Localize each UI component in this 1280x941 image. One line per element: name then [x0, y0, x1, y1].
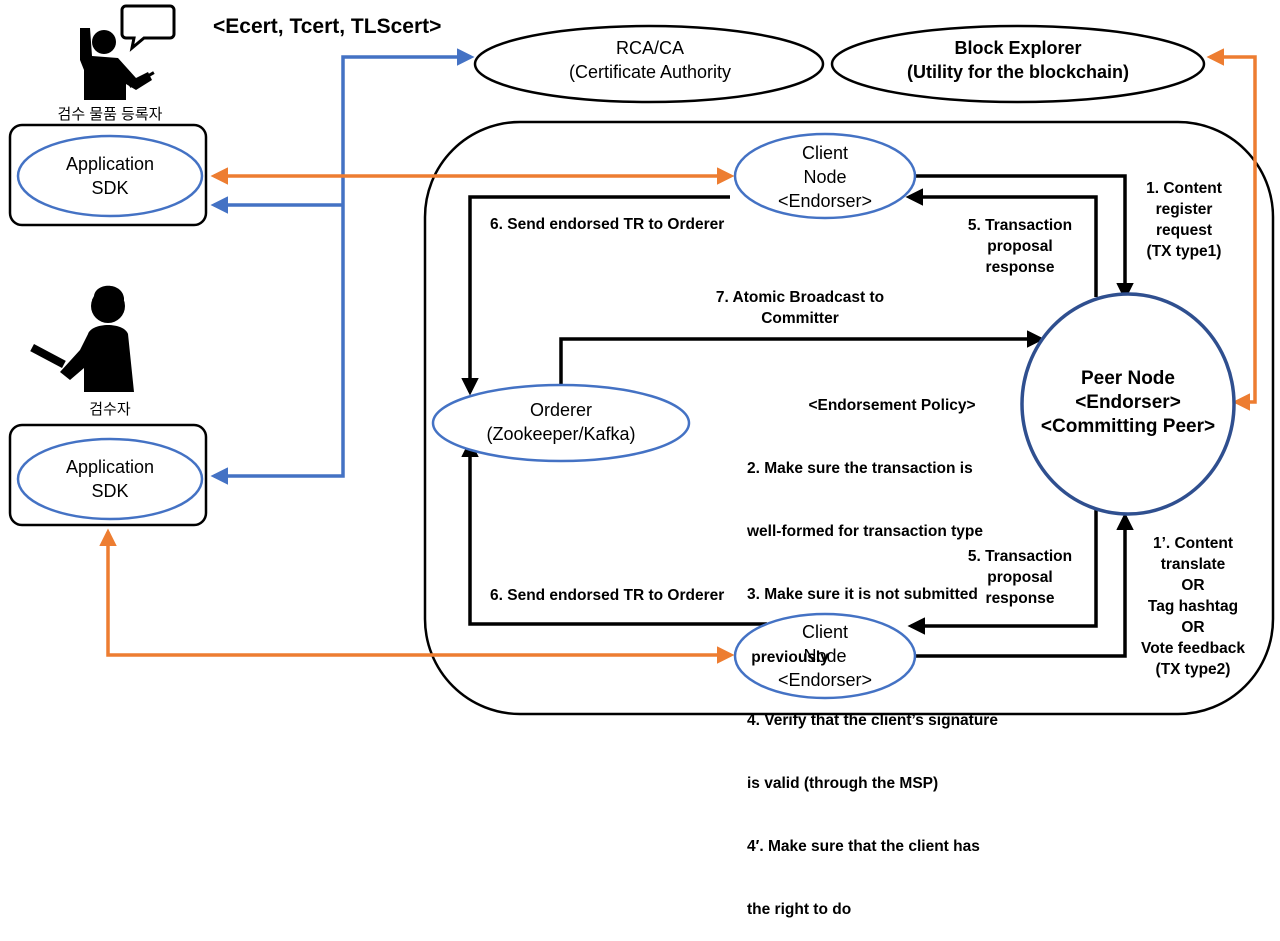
person-with-speech-bubble-icon: [80, 4, 176, 100]
arrow-peer-to-client-bottom: [907, 510, 1098, 635]
endorsement-policy-title: <Endorsement Policy>: [808, 397, 976, 414]
arrow-client-bottom-to-orderer: [461, 439, 767, 626]
explorer-ellipse: [830, 24, 1206, 104]
app-sdk-bottom-ellipse: [16, 437, 204, 521]
app-sdk-top-ellipse: [16, 134, 204, 218]
orderer-ellipse: [431, 383, 691, 463]
inspector-label: 검수자: [89, 401, 131, 418]
endorsement-policy: <Endorsement Policy> 2. Make sure the tr…: [747, 353, 1037, 941]
policy-line: 3. Make sure it is not submitted: [747, 586, 978, 603]
app-sdk-top-box: [8, 123, 208, 227]
rca-label: RCA/CA(Certificate Authority: [568, 38, 732, 82]
arrow-peer-to-client-top: [905, 188, 1098, 297]
blue-connector: [341, 48, 475, 205]
cert-types-label: <Ecert, Tcert, TLScert>: [213, 15, 442, 38]
policy-line: 2. Make sure the transaction is: [747, 460, 973, 477]
send-to-orderer-bottom-label: 6. Send endorsed TR to Orderer: [490, 587, 725, 604]
person-with-clipboard-icon: [30, 285, 134, 392]
arrow-client-bottom-to-peer: [916, 512, 1134, 658]
network-container: [423, 120, 1275, 716]
explorer-label: Block Explorer(Utility for the blockchai…: [906, 38, 1129, 82]
send-to-orderer-top-label: 6. Send endorsed TR to Orderer: [490, 216, 725, 233]
arrow-client-top-to-peer: [916, 174, 1134, 301]
policy-line: 4′. Make sure that the client has: [747, 838, 980, 855]
arrow-orderer-to-peer: [559, 330, 1045, 385]
peer-label: Peer Node<Endorser><Committing Peer>: [1040, 368, 1216, 437]
client-top-ellipse: [733, 132, 917, 220]
orderer-label: Orderer(Zookeeper/Kafka): [486, 400, 636, 444]
peer-ellipse: [1020, 292, 1236, 516]
registrant-label: 검수 물품 등록자: [57, 106, 163, 123]
policy-line: 4. Verify that the client’s signature: [747, 712, 998, 729]
diagram-canvas: [8, 4, 1275, 716]
orange-arrow-explorer: [1206, 48, 1257, 411]
policy-line: previously: [747, 649, 829, 666]
policy-line: the right to do: [747, 901, 852, 918]
app-sdk-bottom-box: [8, 423, 208, 527]
orange-arrow-bottom: [99, 528, 735, 664]
arrow-client-top-to-orderer: [461, 195, 730, 396]
policy-line: is valid (through the MSP): [747, 775, 939, 792]
client-bottom-ellipse: [733, 612, 917, 700]
blue-arrow-bottom-app: [210, 205, 345, 485]
policy-line: well-formed for transaction type: [747, 523, 983, 540]
rca-ellipse: [473, 24, 825, 104]
